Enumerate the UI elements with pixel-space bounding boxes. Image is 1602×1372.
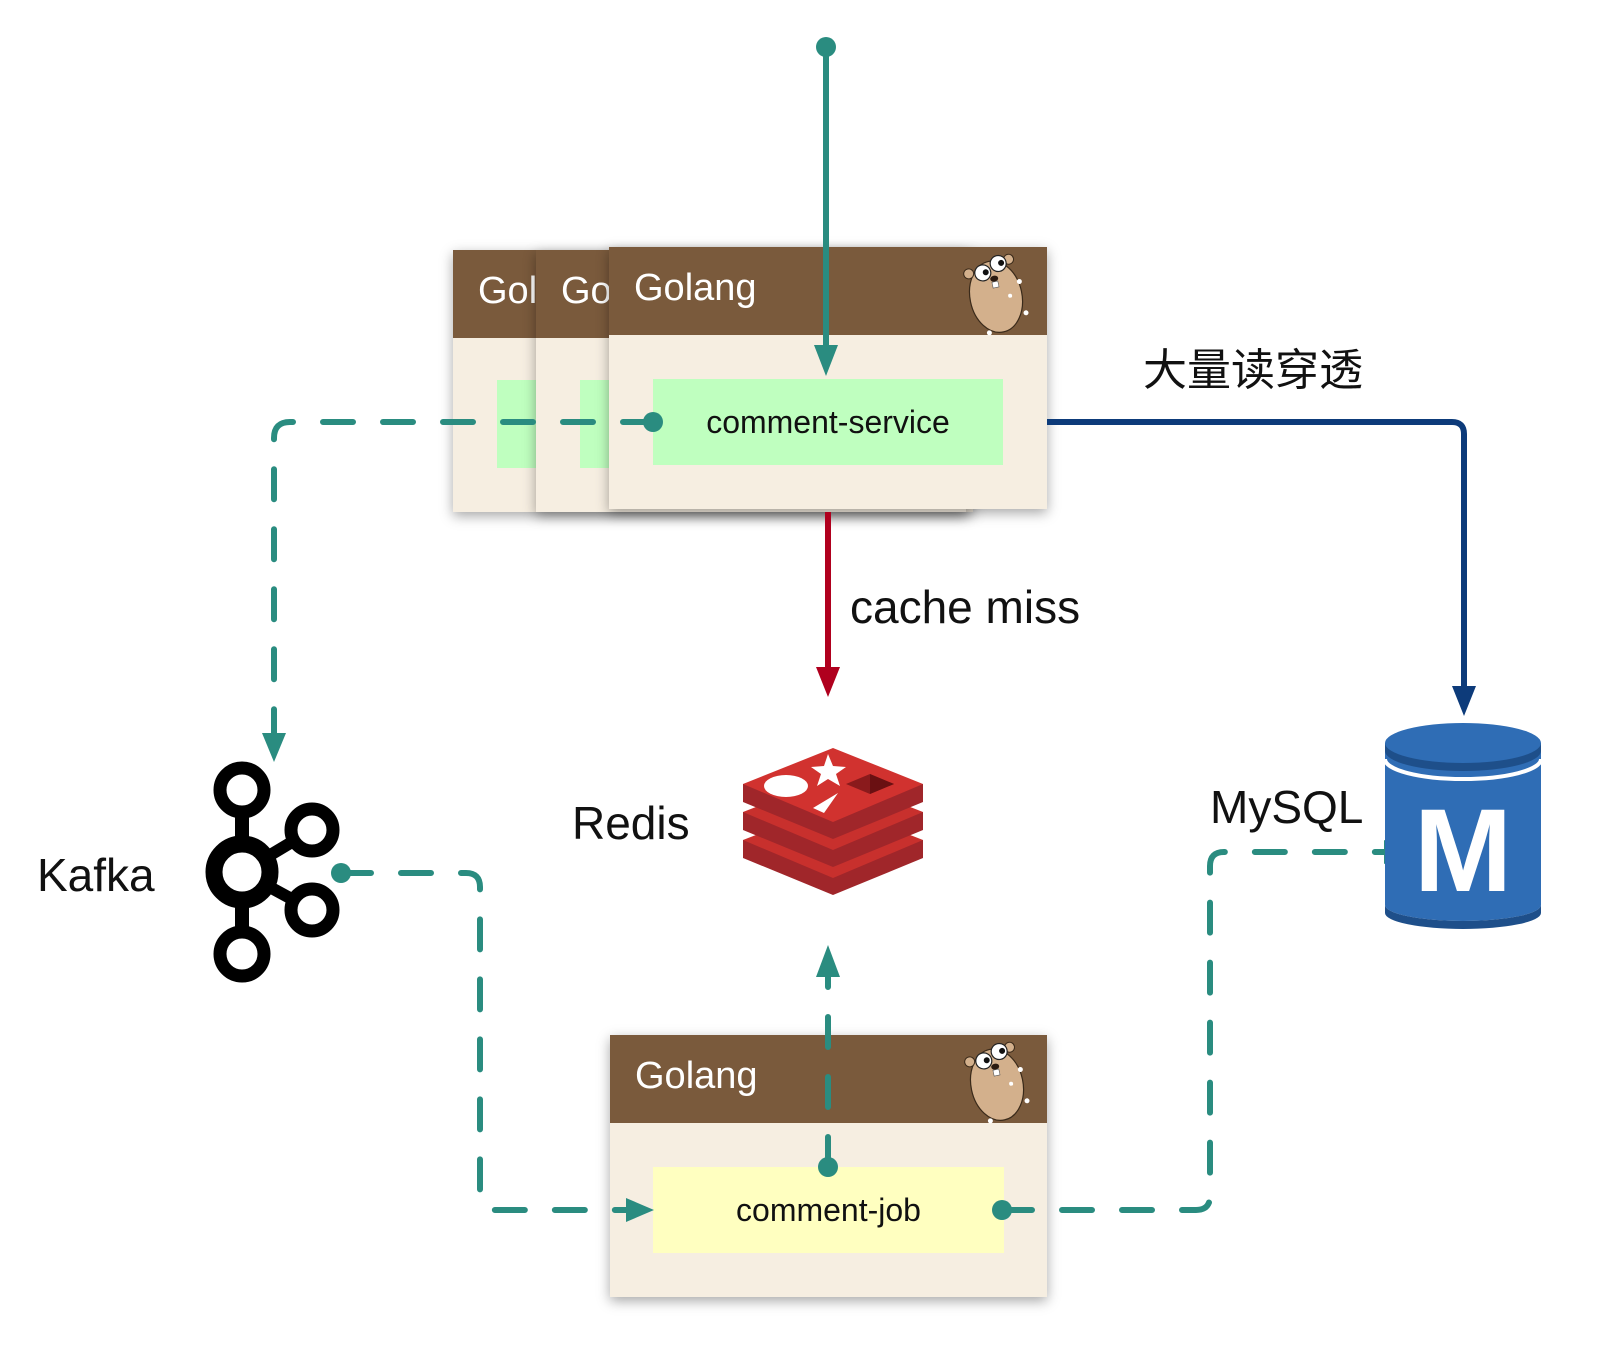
edge-job-to-redis xyxy=(816,945,840,1177)
gopher-icon xyxy=(963,253,1029,336)
arrow-head xyxy=(626,1198,654,1222)
mysql-icon: M xyxy=(1383,723,1543,929)
arrow-head xyxy=(1452,686,1476,716)
arrow-head xyxy=(814,345,838,376)
redis-label: Redis xyxy=(572,797,690,849)
edge-job-to-mysql xyxy=(992,840,1412,1220)
card-title: Golang xyxy=(634,267,757,309)
mysql-letter: M xyxy=(1414,785,1512,917)
gopher-icon xyxy=(964,1041,1030,1124)
edge-cache-miss xyxy=(816,512,840,697)
edge-service-to-kafka xyxy=(262,412,663,762)
edge-read-through xyxy=(1047,419,1476,716)
kafka-label: Kafka xyxy=(37,849,155,901)
read-through-label: 大量读穿透 xyxy=(1143,346,1363,395)
comment-service-box[interactable]: comment-service xyxy=(653,379,1003,465)
kafka-icon xyxy=(205,761,340,983)
card-title: Golang xyxy=(635,1055,758,1097)
edge-kafka-to-job xyxy=(331,863,654,1222)
redis-icon xyxy=(743,748,923,895)
comment-job-box[interactable]: comment-job xyxy=(653,1167,1004,1253)
card-title: Gol xyxy=(478,270,538,312)
mysql-label: MySQL xyxy=(1210,781,1364,833)
arrow-head xyxy=(816,667,840,697)
service-name: comment-service xyxy=(706,403,950,440)
arrow-head xyxy=(816,945,840,977)
arrow-head xyxy=(262,733,286,762)
service-name: comment-job xyxy=(736,1191,921,1228)
card-title: Go xyxy=(561,270,612,312)
edge-client-to-service xyxy=(814,37,838,376)
cache-miss-label: cache miss xyxy=(850,581,1081,633)
